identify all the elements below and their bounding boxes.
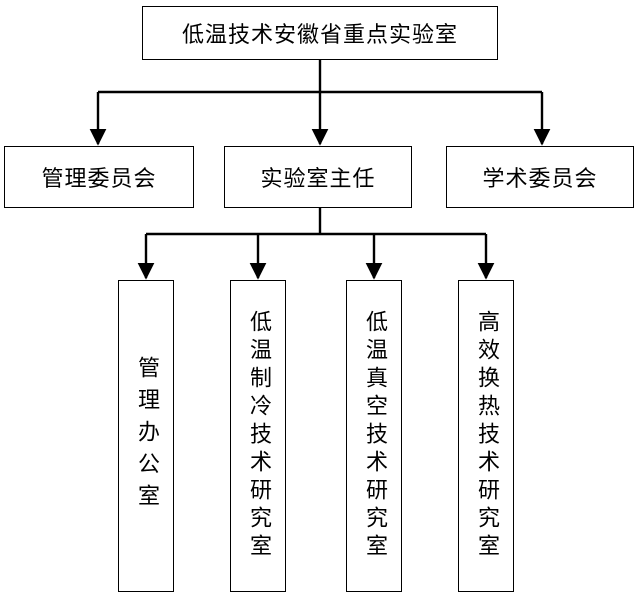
node-lab-director: 实验室主任	[224, 146, 412, 208]
node-heat-transfer-lab: 高效换热技术研究室	[458, 280, 514, 592]
node-management-committee: 管理委员会	[4, 146, 194, 208]
heat-transfer-lab-label: 高效换热技术研究室	[474, 310, 499, 562]
root-node-key-laboratory: 低温技术安徽省重点实验室	[142, 6, 498, 60]
node-cryogenic-vacuum-lab: 低温真空技术研究室	[346, 280, 402, 592]
cryogenic-refrigeration-lab-label: 低温制冷技术研究室	[246, 310, 271, 562]
lab-director-label: 实验室主任	[260, 167, 376, 192]
management-committee-label: 管理委员会	[41, 167, 157, 192]
cryogenic-vacuum-lab-label: 低温真空技术研究室	[362, 310, 387, 562]
root-node-label: 低温技术安徽省重点实验室	[181, 23, 458, 48]
management-office-label: 管理办公室	[134, 356, 159, 516]
node-academic-committee: 学术委员会	[446, 146, 634, 208]
node-management-office: 管理办公室	[118, 280, 174, 592]
academic-committee-label: 学术委员会	[482, 167, 598, 192]
node-cryogenic-refrigeration-lab: 低温制冷技术研究室	[230, 280, 286, 592]
